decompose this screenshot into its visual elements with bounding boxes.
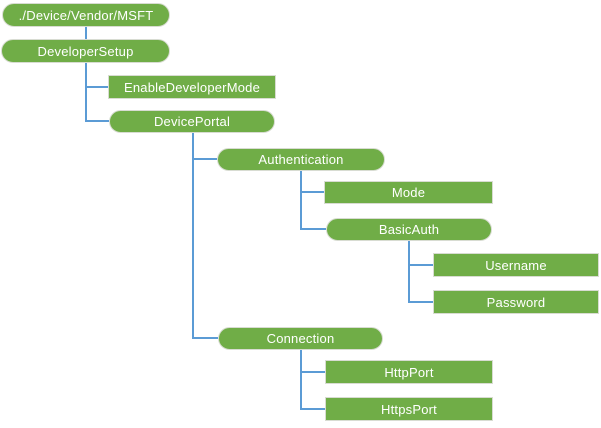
- node-httpsport: HttpsPort: [325, 397, 493, 421]
- connector-branch-deviceportal: [85, 120, 109, 122]
- connector-deviceportal-trunk: [192, 133, 194, 339]
- connector-basicauth-trunk: [408, 241, 410, 303]
- connector-branch-password: [408, 301, 433, 303]
- node-device-vendor-msft: ./Device/Vendor/MSFT: [2, 3, 170, 27]
- connector-developersetup-trunk: [85, 63, 87, 122]
- connector-branch-basicauth: [300, 228, 326, 230]
- connector-branch-connection: [192, 337, 218, 339]
- connector-branch-enabledevelopermode: [85, 86, 108, 88]
- node-developersetup: DeveloperSetup: [1, 39, 170, 63]
- node-username: Username: [433, 253, 599, 277]
- connector-connection-trunk: [300, 350, 302, 410]
- connector-branch-mode: [300, 191, 324, 193]
- connector-branch-httpsport: [300, 408, 325, 410]
- node-deviceportal: DevicePortal: [109, 110, 275, 133]
- connector-branch-authentication: [192, 158, 217, 160]
- node-authentication: Authentication: [217, 148, 385, 171]
- connector-root-to-developersetup: [85, 27, 87, 39]
- connector-branch-username: [408, 264, 433, 266]
- node-httpport: HttpPort: [325, 360, 493, 384]
- connector-branch-httpport: [300, 371, 325, 373]
- node-enabledevelopermode: EnableDeveloperMode: [108, 75, 276, 99]
- node-connection: Connection: [218, 327, 383, 350]
- node-mode: Mode: [324, 181, 493, 204]
- connector-authentication-trunk: [300, 171, 302, 230]
- node-password: Password: [433, 290, 599, 314]
- node-basicauth: BasicAuth: [326, 218, 492, 241]
